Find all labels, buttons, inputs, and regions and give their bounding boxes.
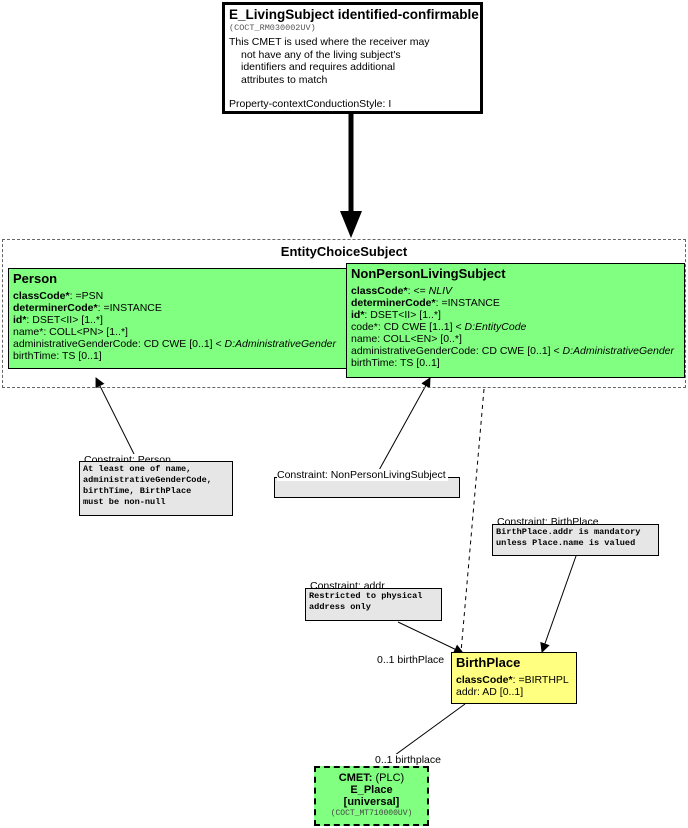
attr-code: code*: CD CWE [1..1] < D:EntityCode [351,321,527,333]
person-class: Person classCode*: =PSN determinerCode*:… [8,268,347,369]
entry-point-title: E_LivingSubject identified-confirmable [229,7,479,22]
cmet-name: E_Place [350,784,393,796]
attr-classcode: classCode*: <= NLIV [351,285,452,297]
nonperson-constraint-label: Constraint: NonPersonLivingSubject [277,469,448,481]
constraint-line: BirthPlace.addr is mandatory [496,527,641,537]
birthplace-constraint-connector [540,555,577,653]
constraint-line: Restricted to physical [309,591,423,601]
cmet-variant: [universal] [343,796,400,808]
attr-birthtime: birthTime: TS [0..1] [13,350,102,362]
cmet-place-box: CMET: (PLC) E_Place [universal] (COCT_MT… [314,766,429,826]
entity-choice-title: EntityChoiceSubject [280,244,408,259]
constraint-line: unless Place.name is valued [496,538,636,548]
attr-id: id*: DSET<II> [1..*] [351,309,441,321]
description-line: This CMET is used where the receiver may [229,36,430,48]
attr-gender: administrativeGenderCode: CD CWE [0..1] … [13,338,337,350]
cmet-header: CMET: (PLC) [338,772,405,784]
constraint-line: administrativeGenderCode, [83,475,212,485]
cmet-code: (COCT_MT710000UV) [330,809,413,818]
birthplace-association-line [460,388,485,653]
conduction-style: Property-contextConductionStyle: I [229,98,392,110]
attr-id: id*: DSET<II> [1..*] [13,314,103,326]
attr-birthtime: birthTime: TS [0..1] [351,357,440,369]
attr-classcode: classCode*: =BIRTHPL [456,674,569,686]
class-name: BirthPlace [456,655,521,670]
addr-constraint-connector [397,621,464,654]
constraint-line: address only [309,602,371,612]
nonperson-class: NonPersonLivingSubject classCode*: <= NL… [346,263,685,378]
description-line: not have any of the living subject's [241,48,401,61]
birthplace-constraint-box: BirthPlace.addr is mandatory unless Plac… [492,524,659,556]
entry-point-code: (COCT_RM030002UV) [229,23,316,33]
attr-name: name: COLL<EN> [0..*] [351,333,462,345]
person-constraint-box: At least one of name, administrativeGend… [79,461,233,516]
birthplace-class: BirthPlace classCode*: =BIRTHPL addr: AD… [451,652,577,704]
birthplace-association-label: 0..1 birthPlace [377,654,445,666]
entry-point-box: E_LivingSubject identified-confirmable (… [222,2,483,114]
entity-choice-box [2,239,686,388]
attr-determinercode: determinerCode*: =INSTANCE [351,297,500,309]
nonperson-constraint-connector [377,377,431,473]
addr-constraint-box: Restricted to physical address only [305,588,442,621]
constraint-line: must be non-null [83,497,166,507]
attr-name: name*: COLL<PN> [1..*] [13,326,128,338]
description-line: attributes to match [241,73,328,86]
constraint-line: At least one of name, [83,464,192,474]
entry-point-description: This CMET is used where the receiver may… [229,36,476,86]
class-name: NonPersonLivingSubject [351,266,506,281]
person-constraint-connector [95,377,135,455]
constraint-line: birthTime, BirthPlace [83,486,192,496]
class-name: Person [13,271,58,286]
attr-classcode: classCode*: =PSN [13,290,104,302]
attr-addr: addr: AD [0..1] [456,686,524,698]
description-line: identifiers and requires additional [241,61,396,73]
entry-point-arrow [340,114,362,238]
attr-gender: administrativeGenderCode: CD CWE [0..1] … [351,345,675,357]
cmet-association-label: 0..1 birthplace [375,754,441,766]
attr-determinercode: determinerCode*: =INSTANCE [13,302,162,314]
